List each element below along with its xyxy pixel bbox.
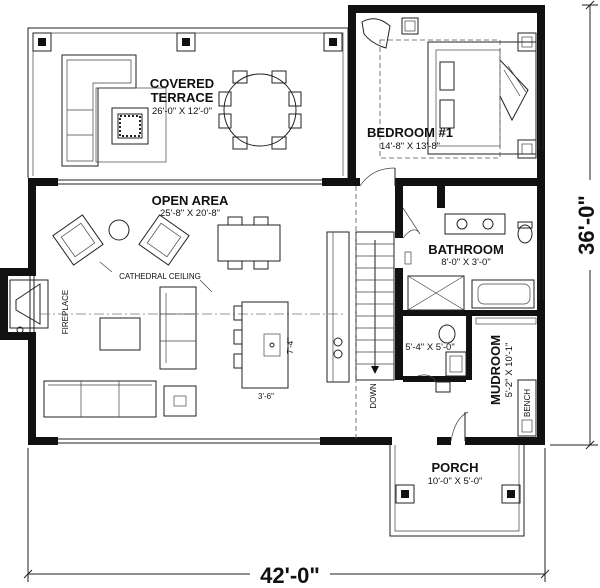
bedroom: BEDROOM #1 14'-8" X 13'-8" [359, 17, 537, 187]
bathroom-name: BATHROOM [428, 242, 504, 257]
terrace-sofa [61, 54, 137, 167]
bathroom: BATHROOM 8'-0" X 3'-0" [402, 207, 535, 311]
toilet-icon [517, 224, 533, 244]
terrace-post-1 [32, 32, 52, 52]
porch-post-1 [395, 484, 415, 504]
fireplace-icon: FIREPLACE [9, 279, 70, 334]
coffee-table [99, 317, 141, 351]
bedroom-size: 14'-8" X 13'-8" [380, 141, 440, 152]
terrace-size: 26'-0" X 12'-0" [152, 106, 212, 117]
armchair-1 [52, 214, 104, 266]
porch-post-2 [501, 484, 521, 504]
island-depth-label: 7'-4" [286, 338, 295, 354]
bedroom-name: BEDROOM #1 [367, 125, 453, 140]
nightstand-1 [401, 17, 419, 35]
overall-width: 42'-0" [260, 563, 320, 588]
terrace-dining-table [223, 73, 297, 147]
terrace-name-line1: COVERED [150, 76, 214, 91]
bathtub [471, 279, 535, 309]
open-area-size: 25'-8" X 20'-8" [160, 208, 220, 219]
entry-door [450, 411, 469, 442]
dining-chairs [227, 216, 269, 270]
armchair-2 [138, 214, 190, 266]
terrace-post-2 [176, 32, 196, 52]
laundry-sink [445, 351, 467, 377]
walls [0, 5, 545, 445]
covered-terrace-area: COVERED TERRACE 26'-0" X 12'-0" [27, 27, 349, 178]
kitchen-counter [326, 231, 350, 383]
laundry-toilet-icon [438, 324, 456, 344]
side-table [108, 219, 130, 241]
overall-depth: 36'-0" [574, 195, 599, 255]
bedroom-rug [379, 39, 501, 159]
stairs-down-label: DOWN [369, 383, 378, 409]
ottoman [163, 385, 197, 417]
fireplace-label: FIREPLACE [61, 290, 70, 334]
laundry-size: 5'-4" X 5'-0" [405, 342, 454, 353]
island-stools [233, 305, 243, 369]
bed [427, 41, 537, 155]
bathroom-door [402, 207, 421, 235]
kitchen-island [241, 301, 289, 389]
mudroom-name: MUDROOM [488, 335, 503, 405]
bench [517, 379, 537, 437]
nightstand-3 [517, 139, 537, 159]
porch-size: 10'-0" X 5'-0" [428, 476, 483, 487]
island-width-label: 3'-6" [258, 392, 274, 401]
bedroom-armchair [361, 18, 391, 49]
open-area-name: OPEN AREA [152, 193, 229, 208]
stairs: DOWN [355, 186, 395, 440]
terrace-rug [95, 87, 167, 163]
terrace-name-line2: TERRACE [151, 90, 214, 105]
terrace-chairs [218, 70, 302, 150]
porch: PORCH 10'-0" X 5'-0" [389, 445, 525, 537]
terrace-post-3 [323, 32, 343, 52]
mudroom: MUDROOM 5'-2" X 10'-1" BENCH [450, 317, 537, 442]
sofa-right [159, 286, 197, 370]
mudroom-size: 5'-2" X 10'-1" [504, 343, 515, 398]
dimension-lines: 42'-0" 36'-0" [23, 0, 600, 588]
porch-name: PORCH [432, 460, 479, 475]
bedroom-door [359, 167, 396, 187]
pillow-1 [439, 61, 455, 91]
open-area: OPEN AREA 25'-8" X 20'-8" CATHEDRAL CEIL… [40, 193, 350, 418]
vanity [444, 213, 506, 235]
cathedral-ceiling-label: CATHEDRAL CEILING [119, 272, 201, 281]
sink-icon [333, 337, 343, 347]
sofa-bottom [43, 380, 157, 418]
shower [407, 275, 465, 311]
pillow-2 [439, 99, 455, 129]
dining-table [217, 224, 281, 262]
bench-label: BENCH [523, 389, 532, 417]
fire-pit-icon [111, 107, 149, 145]
bathroom-size: 8'-0" X 3'-0" [441, 257, 490, 268]
laundry-room: 5'-4" X 5'-0" [405, 324, 467, 393]
windows [29, 40, 544, 444]
